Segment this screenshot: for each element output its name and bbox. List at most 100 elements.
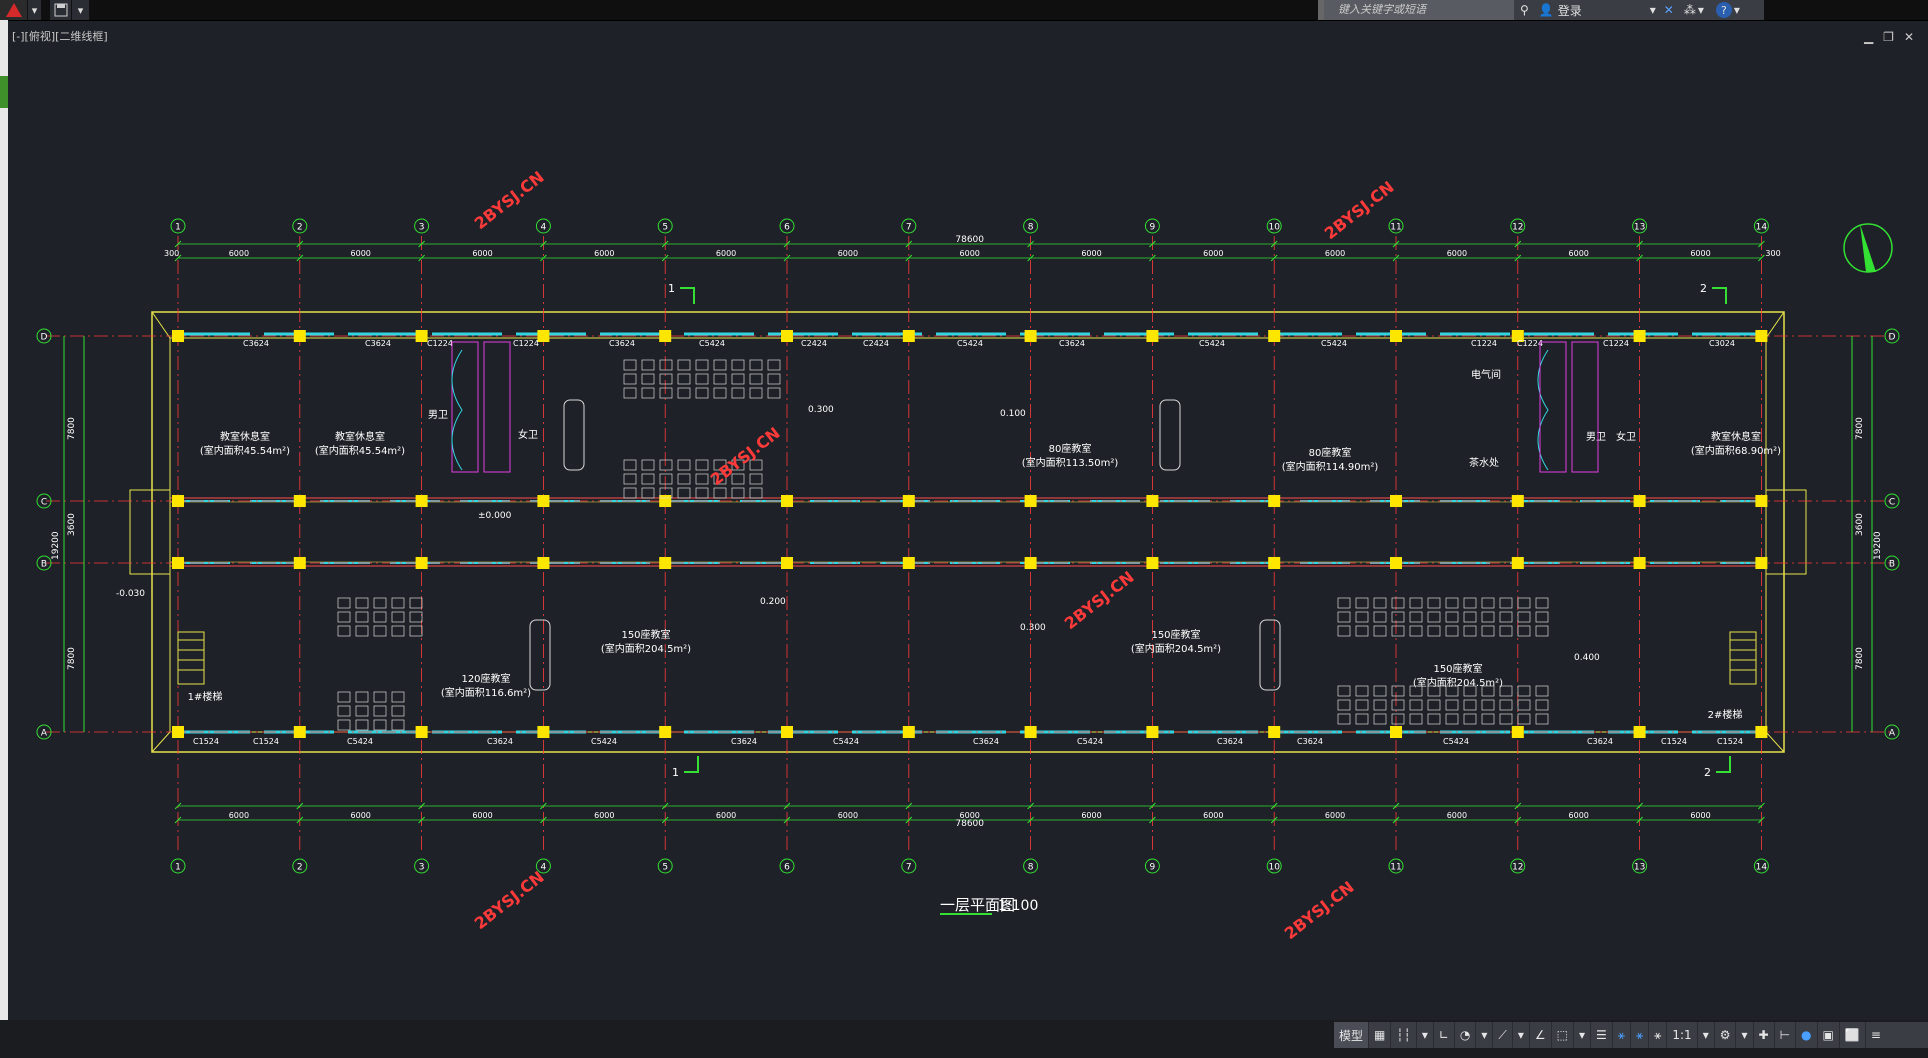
help-dropdown-icon[interactable]: ▾ — [1733, 3, 1740, 17]
dim-tick — [296, 802, 304, 810]
units-button[interactable]: ⊢ — [1775, 1022, 1797, 1048]
window-tag: C1524 — [253, 737, 279, 746]
grid-toggle[interactable]: ▦ — [1369, 1022, 1392, 1048]
quick-access-save-button[interactable] — [50, 0, 72, 20]
isodraft-dropdown[interactable]: ▾ — [1513, 1022, 1530, 1048]
app-menu-dropdown[interactable]: ▾ — [28, 0, 42, 20]
scale-dropdown[interactable]: ▾ — [1698, 1022, 1715, 1048]
angle-icon: ∠ — [1534, 1028, 1546, 1042]
structural-column — [1511, 557, 1524, 569]
osnap-toggle[interactable]: ⬚ — [1552, 1022, 1574, 1048]
help-icon[interactable]: ? — [1715, 2, 1732, 18]
desk — [731, 487, 745, 499]
clean-screen-button[interactable]: ⬜ — [1840, 1022, 1866, 1048]
room-name: 150座教室 — [621, 628, 670, 641]
minimize-icon[interactable]: ▁ — [1863, 30, 1874, 44]
isodraft-icon: ⟋ — [1498, 1027, 1507, 1042]
axis-bubble — [292, 858, 308, 874]
desk — [1445, 713, 1459, 725]
annotation-visibility-toggle[interactable]: ⚹ — [1613, 1022, 1631, 1048]
restore-icon[interactable]: ❐ — [1883, 30, 1894, 44]
desk — [1499, 713, 1513, 725]
desk — [1427, 625, 1441, 637]
network-dropdown-icon[interactable]: ▾ — [1697, 3, 1704, 17]
add-button[interactable]: ✚ — [1754, 1022, 1775, 1048]
dim-tick — [174, 254, 182, 262]
window-tag: C3624 — [365, 339, 391, 348]
annotation-scale-value[interactable]: 1:1 — [1667, 1022, 1698, 1048]
osnap-dropdown[interactable]: ▾ — [1574, 1022, 1591, 1048]
window-tag: C1224 — [1603, 339, 1629, 348]
workspace-dropdown[interactable]: ▾ — [1736, 1022, 1754, 1048]
structural-column — [902, 726, 915, 738]
quick-access-dropdown[interactable]: ▾ — [72, 0, 90, 20]
desk — [1499, 597, 1513, 609]
side-dim: 3600 — [1855, 513, 1865, 536]
window-tag: C3624 — [1297, 737, 1323, 746]
annotation-scale-toggle[interactable]: ⚹ — [1649, 1022, 1668, 1048]
room-area: (室内面积45.54m²) — [315, 444, 405, 457]
desk — [1481, 699, 1495, 711]
axis-row-label: A — [1889, 729, 1896, 739]
dim-tick — [1514, 254, 1522, 262]
binoculars-icon[interactable]: ⚲ — [1520, 3, 1529, 17]
room-name: 150座教室 — [1433, 662, 1482, 675]
desk — [677, 473, 691, 485]
isodraft-toggle[interactable]: ⟋ — [1493, 1022, 1513, 1048]
lineweight-toggle[interactable]: ☰ — [1591, 1022, 1613, 1048]
dim-tick — [174, 816, 182, 824]
annotation-autoscale-toggle[interactable]: ⚹ — [1631, 1022, 1650, 1048]
axis-bubble — [170, 218, 186, 234]
col-dim: 6000 — [472, 811, 492, 820]
object-snap-tracking-toggle[interactable]: ∠ — [1530, 1022, 1552, 1048]
desk — [1445, 597, 1459, 609]
app-menu-button[interactable] — [0, 0, 28, 20]
desk — [1355, 597, 1369, 609]
user-icon[interactable]: 👤 — [1538, 3, 1554, 17]
desk — [1427, 597, 1441, 609]
desk — [659, 387, 673, 399]
annotation-icon: ⚹ — [1617, 1027, 1625, 1042]
snap-toggle[interactable]: ┆┆ — [1391, 1022, 1417, 1048]
desk — [337, 691, 351, 703]
login-button[interactable]: 登录 — [1557, 3, 1582, 18]
login-dropdown-icon[interactable]: ▾ — [1649, 3, 1656, 17]
snap-dropdown[interactable]: ▾ — [1417, 1022, 1434, 1048]
watermark-text: 2BYSJ.CN — [471, 167, 548, 233]
structural-column — [537, 330, 550, 342]
axis-col-label: 14 — [1756, 863, 1768, 873]
isolate-button[interactable]: ● — [1796, 1022, 1818, 1048]
desk — [1535, 713, 1549, 725]
search-input[interactable]: 键入关键字或短语 — [1324, 0, 1514, 20]
viewport-controls-label[interactable]: [-][俯视][二维线框] — [12, 30, 108, 43]
side-dim: 7800 — [1855, 647, 1865, 670]
polar-dropdown[interactable]: ▾ — [1476, 1022, 1494, 1048]
model-tab[interactable]: 模型 — [1334, 1022, 1370, 1048]
room-name: 电气间 — [1471, 368, 1501, 381]
axis-col-label: 4 — [541, 863, 547, 873]
axis-col-label: 11 — [1390, 863, 1401, 873]
desk — [1409, 699, 1423, 711]
col-dim: 6000 — [1690, 249, 1710, 258]
desk — [641, 459, 655, 471]
desk — [1337, 699, 1351, 711]
window-tag: C3624 — [487, 737, 513, 746]
dim-tick — [1149, 240, 1156, 248]
hardware-accel-button[interactable]: ▣ — [1818, 1022, 1840, 1048]
exchange-icon[interactable]: ✕ — [1663, 3, 1674, 17]
structural-column — [415, 330, 428, 342]
close-icon[interactable]: ✕ — [1903, 30, 1914, 44]
structural-column — [1755, 557, 1768, 569]
polar-toggle[interactable]: ◔ — [1455, 1022, 1477, 1048]
desk — [1481, 611, 1495, 623]
desk — [677, 487, 691, 499]
dim-tick — [905, 816, 913, 824]
window-tag: C3624 — [1059, 339, 1085, 348]
structural-column — [172, 495, 184, 507]
network-icon[interactable]: ⁂ — [1683, 3, 1696, 17]
ortho-toggle[interactable]: ∟ — [1434, 1022, 1455, 1048]
workspace-button[interactable]: ⚙ — [1715, 1022, 1737, 1048]
desk — [391, 611, 405, 623]
customize-button[interactable]: ≡ — [1866, 1022, 1886, 1048]
